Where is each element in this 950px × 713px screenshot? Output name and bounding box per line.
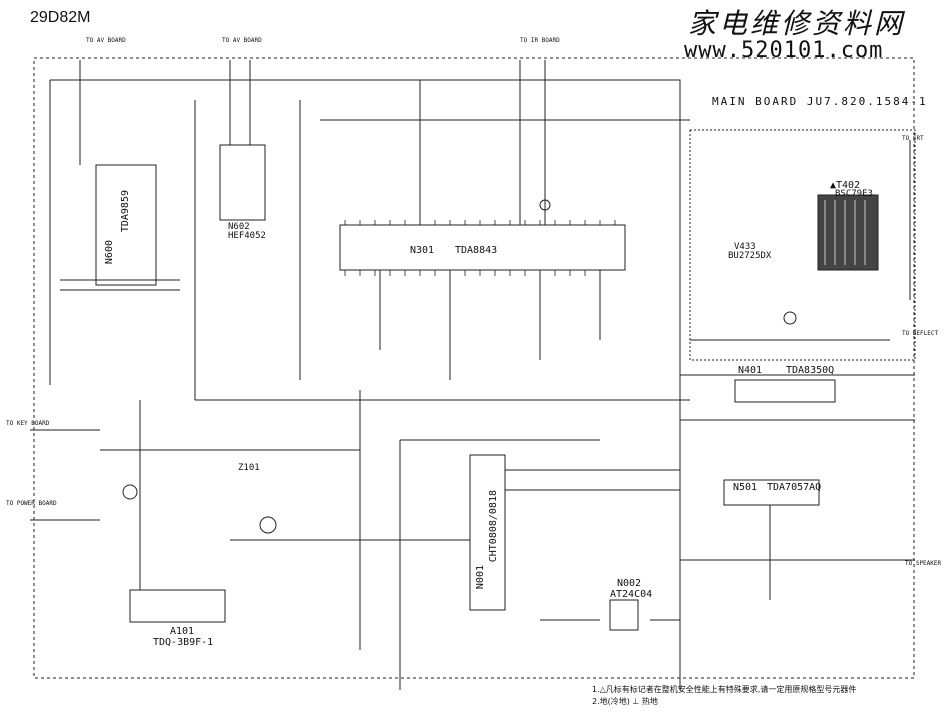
n602-label: N602 xyxy=(228,222,250,232)
n002-label: N002 xyxy=(617,578,642,589)
transistor-symbol-2 xyxy=(122,484,138,500)
note-line-2: 2.地(冷地) ⊥ 热地 xyxy=(592,697,658,706)
connector-crt: TO CRT xyxy=(902,135,924,142)
n401-label: N401 xyxy=(738,365,763,376)
tda7057aq-body xyxy=(723,479,820,506)
model-number: 29D82M xyxy=(30,9,91,26)
main-supply-line xyxy=(50,79,681,690)
tda8350q-label: TDA8350Q xyxy=(786,365,835,376)
connector-power: TO POWER BOARD xyxy=(6,500,57,507)
site-url: www.520101.com xyxy=(684,38,884,63)
t402-label: ▲T402 xyxy=(830,180,861,191)
cht0808-label: CHT0808/0818 xyxy=(488,490,499,563)
at24c04-body xyxy=(609,599,639,631)
n501-label: N501 xyxy=(733,482,758,493)
site-brand: 家电维修资料网 xyxy=(688,7,906,40)
hef4052-label: HEF4052 xyxy=(228,231,266,241)
tda8350q-body xyxy=(734,379,836,403)
tda9859-body xyxy=(95,164,157,286)
tda9859-label: TDA9859 xyxy=(120,190,131,233)
note-line-1: 1.△凡标有标记者在整机安全性能上有特殊要求,请一定用原规格型号元器件 xyxy=(592,685,857,694)
schematic-notes: 1.△凡标有标记者在整机安全性能上有特殊要求,请一定用原规格型号元器件 2.地(… xyxy=(592,684,856,708)
tda8843-body xyxy=(339,224,626,271)
cht0808-body xyxy=(469,454,506,611)
n001-label: N001 xyxy=(475,565,486,590)
board-title: MAIN BOARD JU7.820.1584-1 xyxy=(712,95,928,108)
connector-ir: TO IR BOARD xyxy=(520,37,560,44)
connector-speaker: TO SPEAKER xyxy=(905,560,942,567)
board-outline xyxy=(33,57,915,679)
a101-label: A101 xyxy=(170,626,195,637)
v433-label: V433 xyxy=(734,242,756,252)
power-section xyxy=(689,129,916,361)
transistor-symbol xyxy=(259,516,277,534)
tda7057aq-label: TDA7057AQ xyxy=(767,482,822,493)
connector-av-1: TO AV BOARD xyxy=(86,37,126,44)
z101-label: Z101 xyxy=(238,463,260,473)
connector-deflect: TO DEFLECT xyxy=(902,330,939,337)
bsc-label: BSC79E3 xyxy=(835,189,873,199)
tuner-label: TDQ-3B9F-1 xyxy=(153,637,214,648)
n600-label: N600 xyxy=(104,240,115,265)
tuner-body xyxy=(129,589,226,623)
n301-label: N301 xyxy=(410,245,435,256)
hef4052-body xyxy=(219,144,266,221)
at24c04-label: AT24C04 xyxy=(610,589,653,600)
t402-body xyxy=(817,194,879,271)
v433-part-label: BU2725DX xyxy=(728,251,772,261)
tda8843-label: TDA8843 xyxy=(455,245,498,256)
connector-key: TO KEY BOARD xyxy=(6,420,50,427)
connector-av-2: TO AV BOARD xyxy=(222,37,262,44)
